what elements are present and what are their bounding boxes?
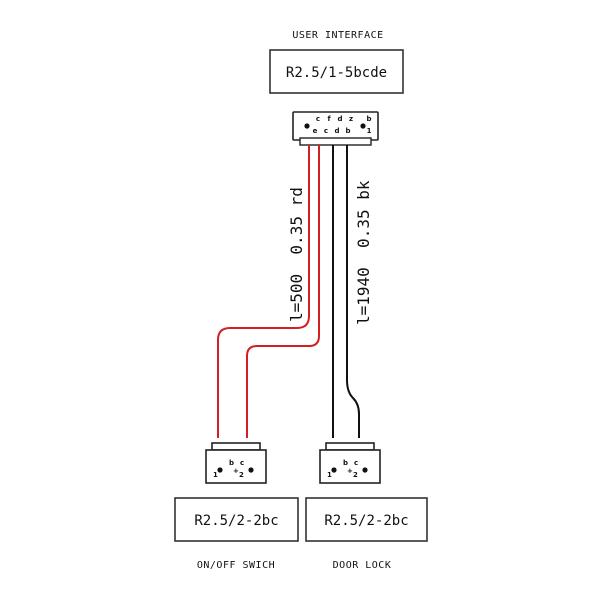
door-lock-caption: DOOR LOCK (333, 560, 392, 571)
switch-part-box (174, 497, 299, 542)
ui-title: USER INTERFACE (292, 30, 383, 41)
black-wire-label: l=1940 0.35 bk (354, 180, 373, 325)
ui-part-box (269, 49, 404, 94)
ui-pin-dot (304, 123, 310, 129)
ui-connector: c f d z b e c d b 1 (292, 111, 379, 146)
switch-connector: 1 b c + 2 (205, 442, 267, 484)
switch-pin-dot (217, 467, 223, 473)
red-wire-label: l=500 0.35 rd (287, 187, 306, 322)
ui-pin-dot (360, 123, 366, 129)
ui-pin-label: f (327, 115, 331, 123)
ui-pin-label: d (337, 115, 342, 123)
ui-pin-label: c (316, 115, 320, 123)
door-lock-pin-label: 2 (353, 471, 358, 479)
switch-pin-dot (248, 467, 254, 473)
ui-pin-label: e (313, 127, 318, 135)
ui-pin-label: b (345, 127, 350, 135)
door-lock-pin-label: b (343, 459, 348, 467)
ui-part-number: R2.5/1-5bcde (286, 65, 387, 81)
switch-pin-label: 1 (213, 471, 218, 479)
switch-part-number: R2.5/2-2bc (194, 513, 278, 529)
ui-pin-label: 1 (367, 127, 372, 135)
ui-pin-label: c (324, 127, 328, 135)
door-lock-connector: 1 b c + 2 (319, 442, 381, 484)
door-lock-pin-label: + (347, 467, 353, 475)
door-lock-pin-label: 1 (327, 471, 332, 479)
door-lock-pin-dot (362, 467, 368, 473)
ui-pin-label: z (349, 115, 353, 123)
door-lock-part-box (305, 497, 428, 542)
black-wire-right (346, 145, 360, 438)
door-lock-part-number: R2.5/2-2bc (324, 513, 408, 529)
switch-pin-label: c (240, 459, 244, 467)
switch-pin-label: 2 (239, 471, 244, 479)
door-lock-pin-label: c (354, 459, 358, 467)
ui-pin-label: b (366, 115, 371, 123)
switch-pin-label: b (229, 459, 234, 467)
switch-caption: ON/OFF SWICH (197, 560, 275, 571)
door-lock-pin-dot (331, 467, 337, 473)
red-wire-right (246, 145, 320, 438)
switch-pin-label: + (233, 467, 239, 475)
ui-pin-label: d (334, 127, 339, 135)
red-wire-left (217, 145, 310, 438)
